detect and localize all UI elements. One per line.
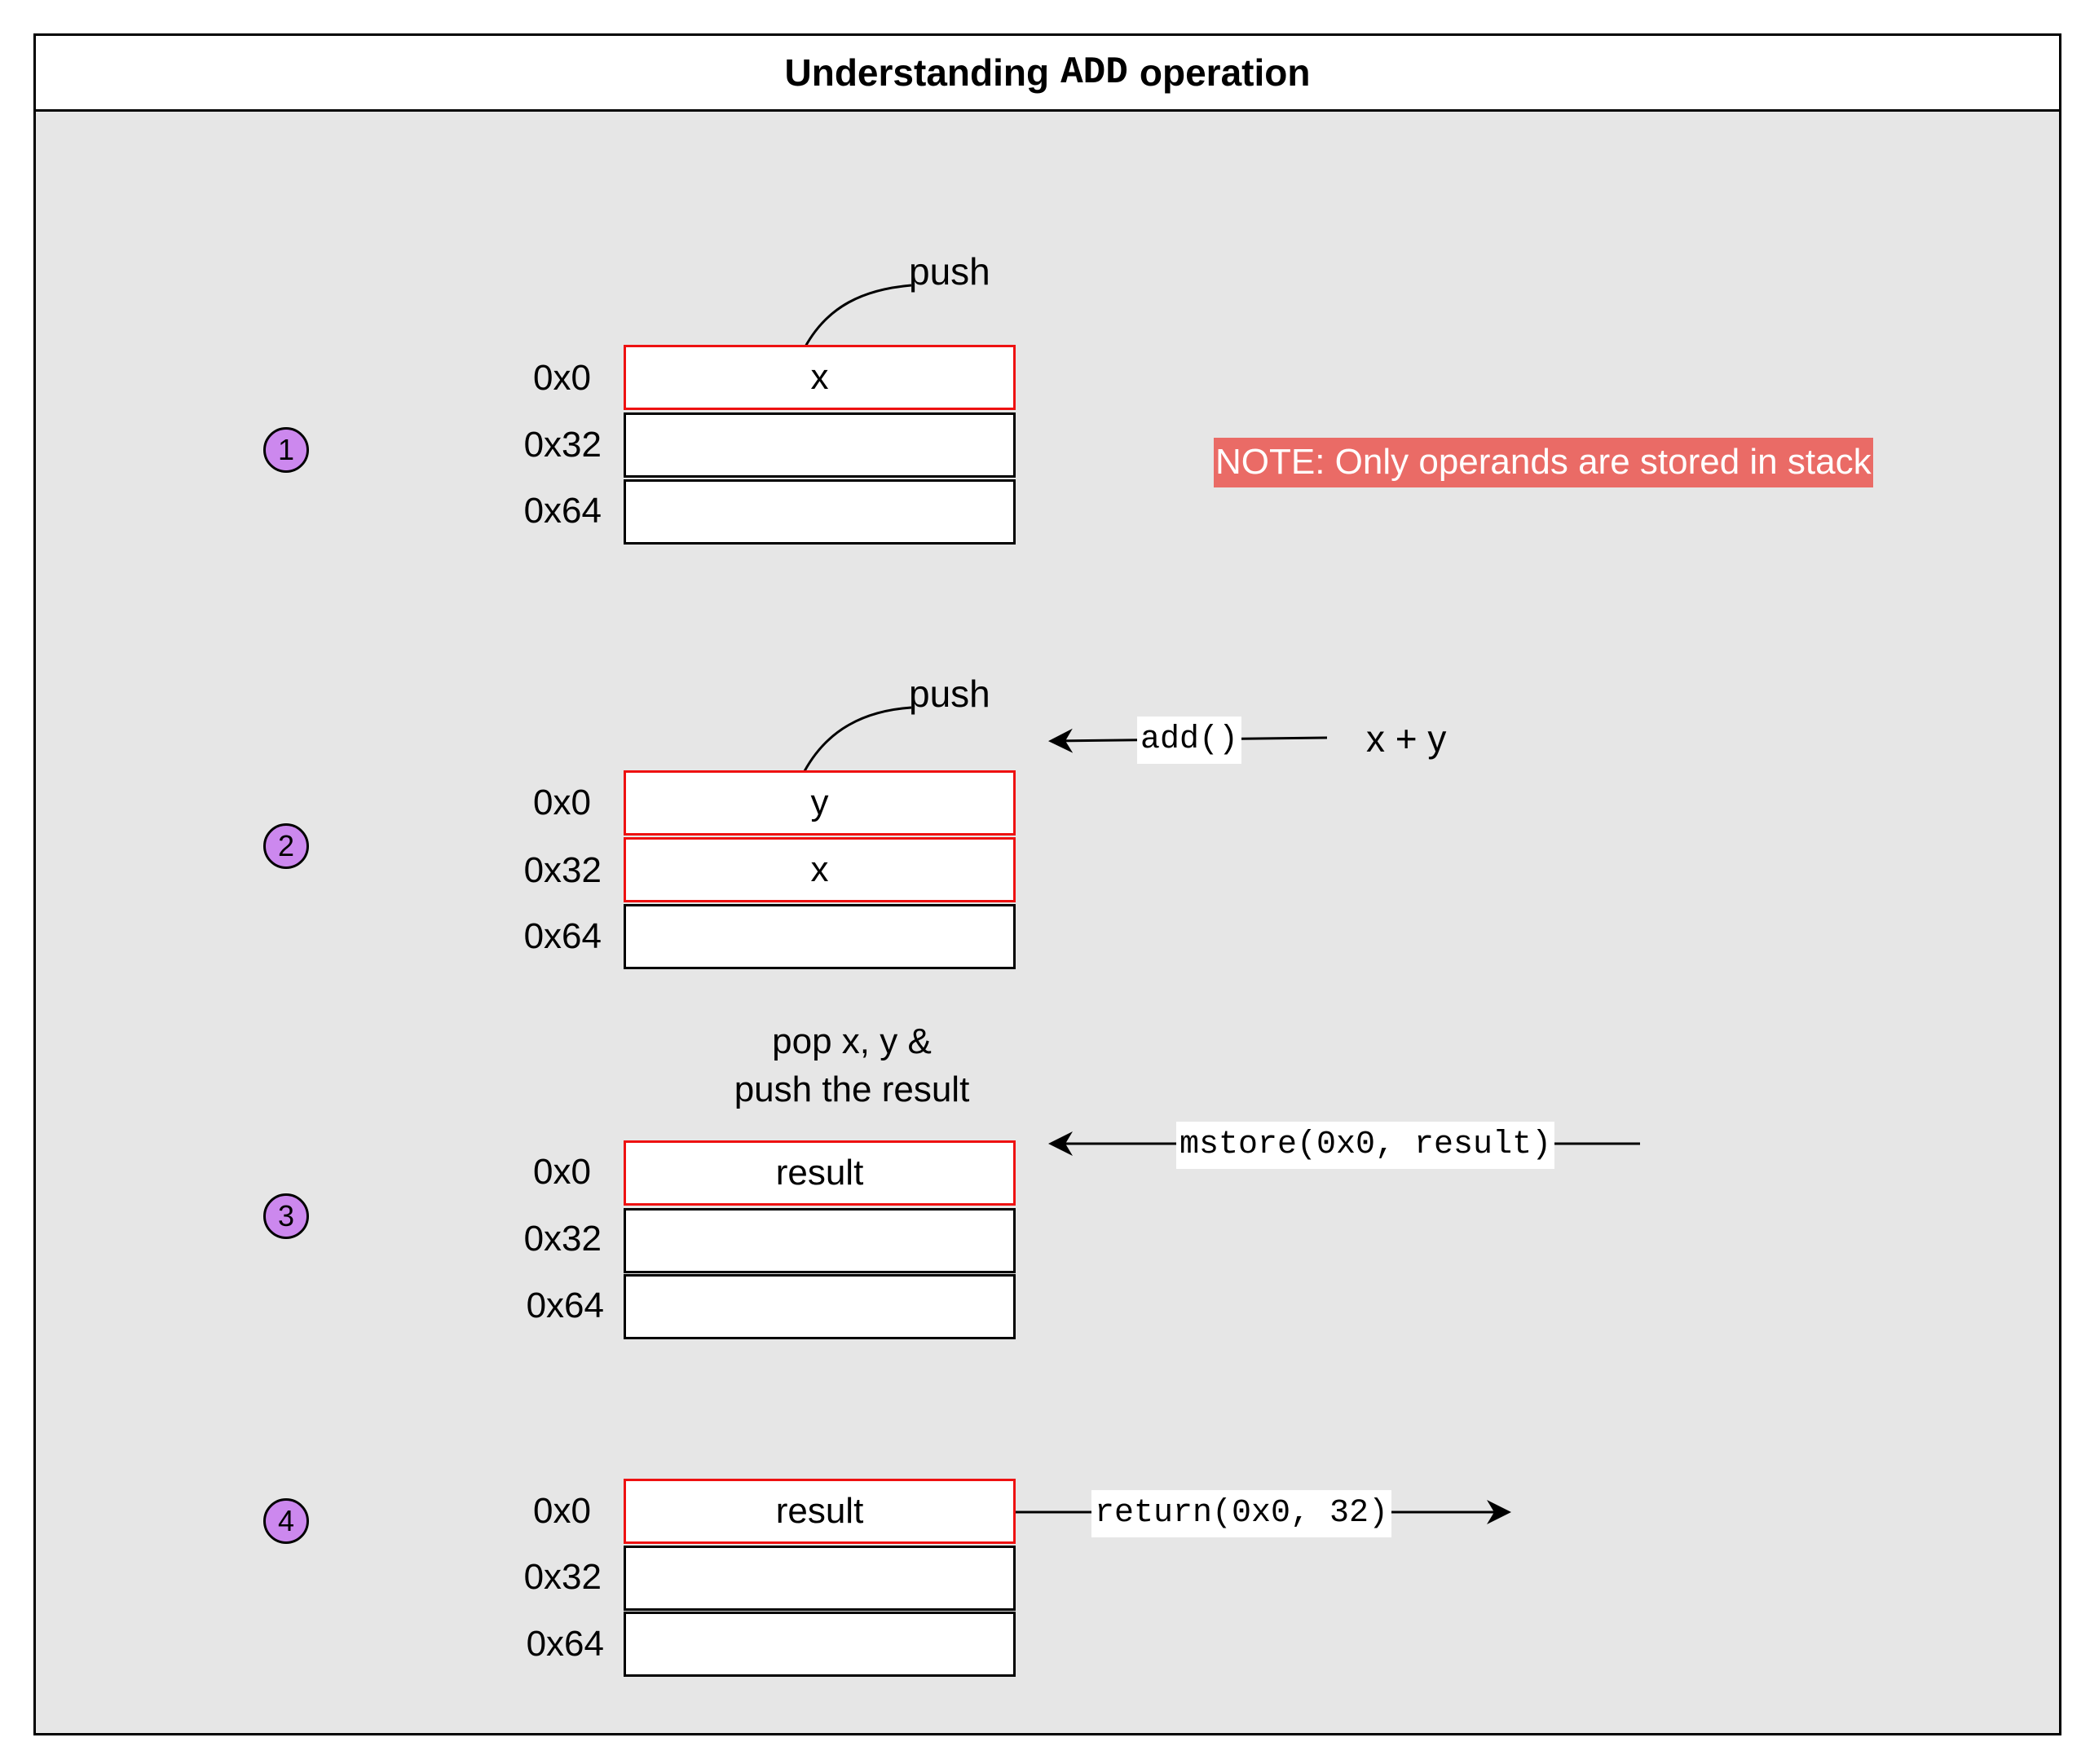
stack-slot [624,1274,1016,1339]
addr-label: 0x64 [526,1624,604,1664]
pop-push-line-1: pop x, y & [772,1021,932,1061]
stack-slot [624,1546,1016,1611]
addr-label: 0x64 [523,491,602,531]
step-badge-1: 1 [263,427,309,473]
add-expression-label: x + y [1366,717,1447,760]
push-label-1: push [909,250,990,293]
addr-label: 0x32 [523,1219,602,1259]
return-call-label: return(0x0, 32) [1091,1490,1392,1537]
title-text-after: operation [1139,51,1311,94]
title-text-before: Understanding [784,51,1050,94]
addr-label: 0x0 [533,1491,591,1531]
addr-label: 0x32 [523,850,602,890]
diagram-title: Understanding ADD operation [36,36,2059,112]
mstore-call-label: mstore(0x0, result) [1176,1122,1555,1169]
step-badge-4: 4 [263,1498,309,1544]
stack-slot: result [624,1479,1016,1544]
diagram-frame: Understanding ADD operation [33,33,2061,1735]
addr-label: 0x0 [533,1152,591,1192]
addr-label: 0x32 [523,1557,602,1597]
stack-slot: y [624,770,1016,836]
title-code: ADD [1060,51,1128,94]
pop-push-label: pop x, y & push the result [685,1017,1019,1114]
stack-slot: x [624,345,1016,410]
step-badge-2: 2 [263,823,309,869]
stack-slot: x [624,837,1016,902]
addr-label: 0x32 [523,425,602,465]
addr-label: 0x64 [523,916,602,956]
stack-slot [624,479,1016,545]
stack-slot [624,412,1016,478]
addr-label: 0x0 [533,358,591,398]
addr-label: 0x0 [533,783,591,822]
stack-slot [624,1208,1016,1273]
add-call-label: add() [1137,717,1242,764]
stack-slot: result [624,1140,1016,1206]
addr-label: 0x64 [526,1286,604,1325]
stack-slot [624,904,1016,969]
pop-push-line-2: push the result [734,1069,970,1110]
push-label-2: push [909,673,990,715]
step-badge-3: 3 [263,1193,309,1239]
stack-slot [624,1612,1016,1677]
note-label: NOTE: Only operands are stored in stack [1214,438,1873,487]
